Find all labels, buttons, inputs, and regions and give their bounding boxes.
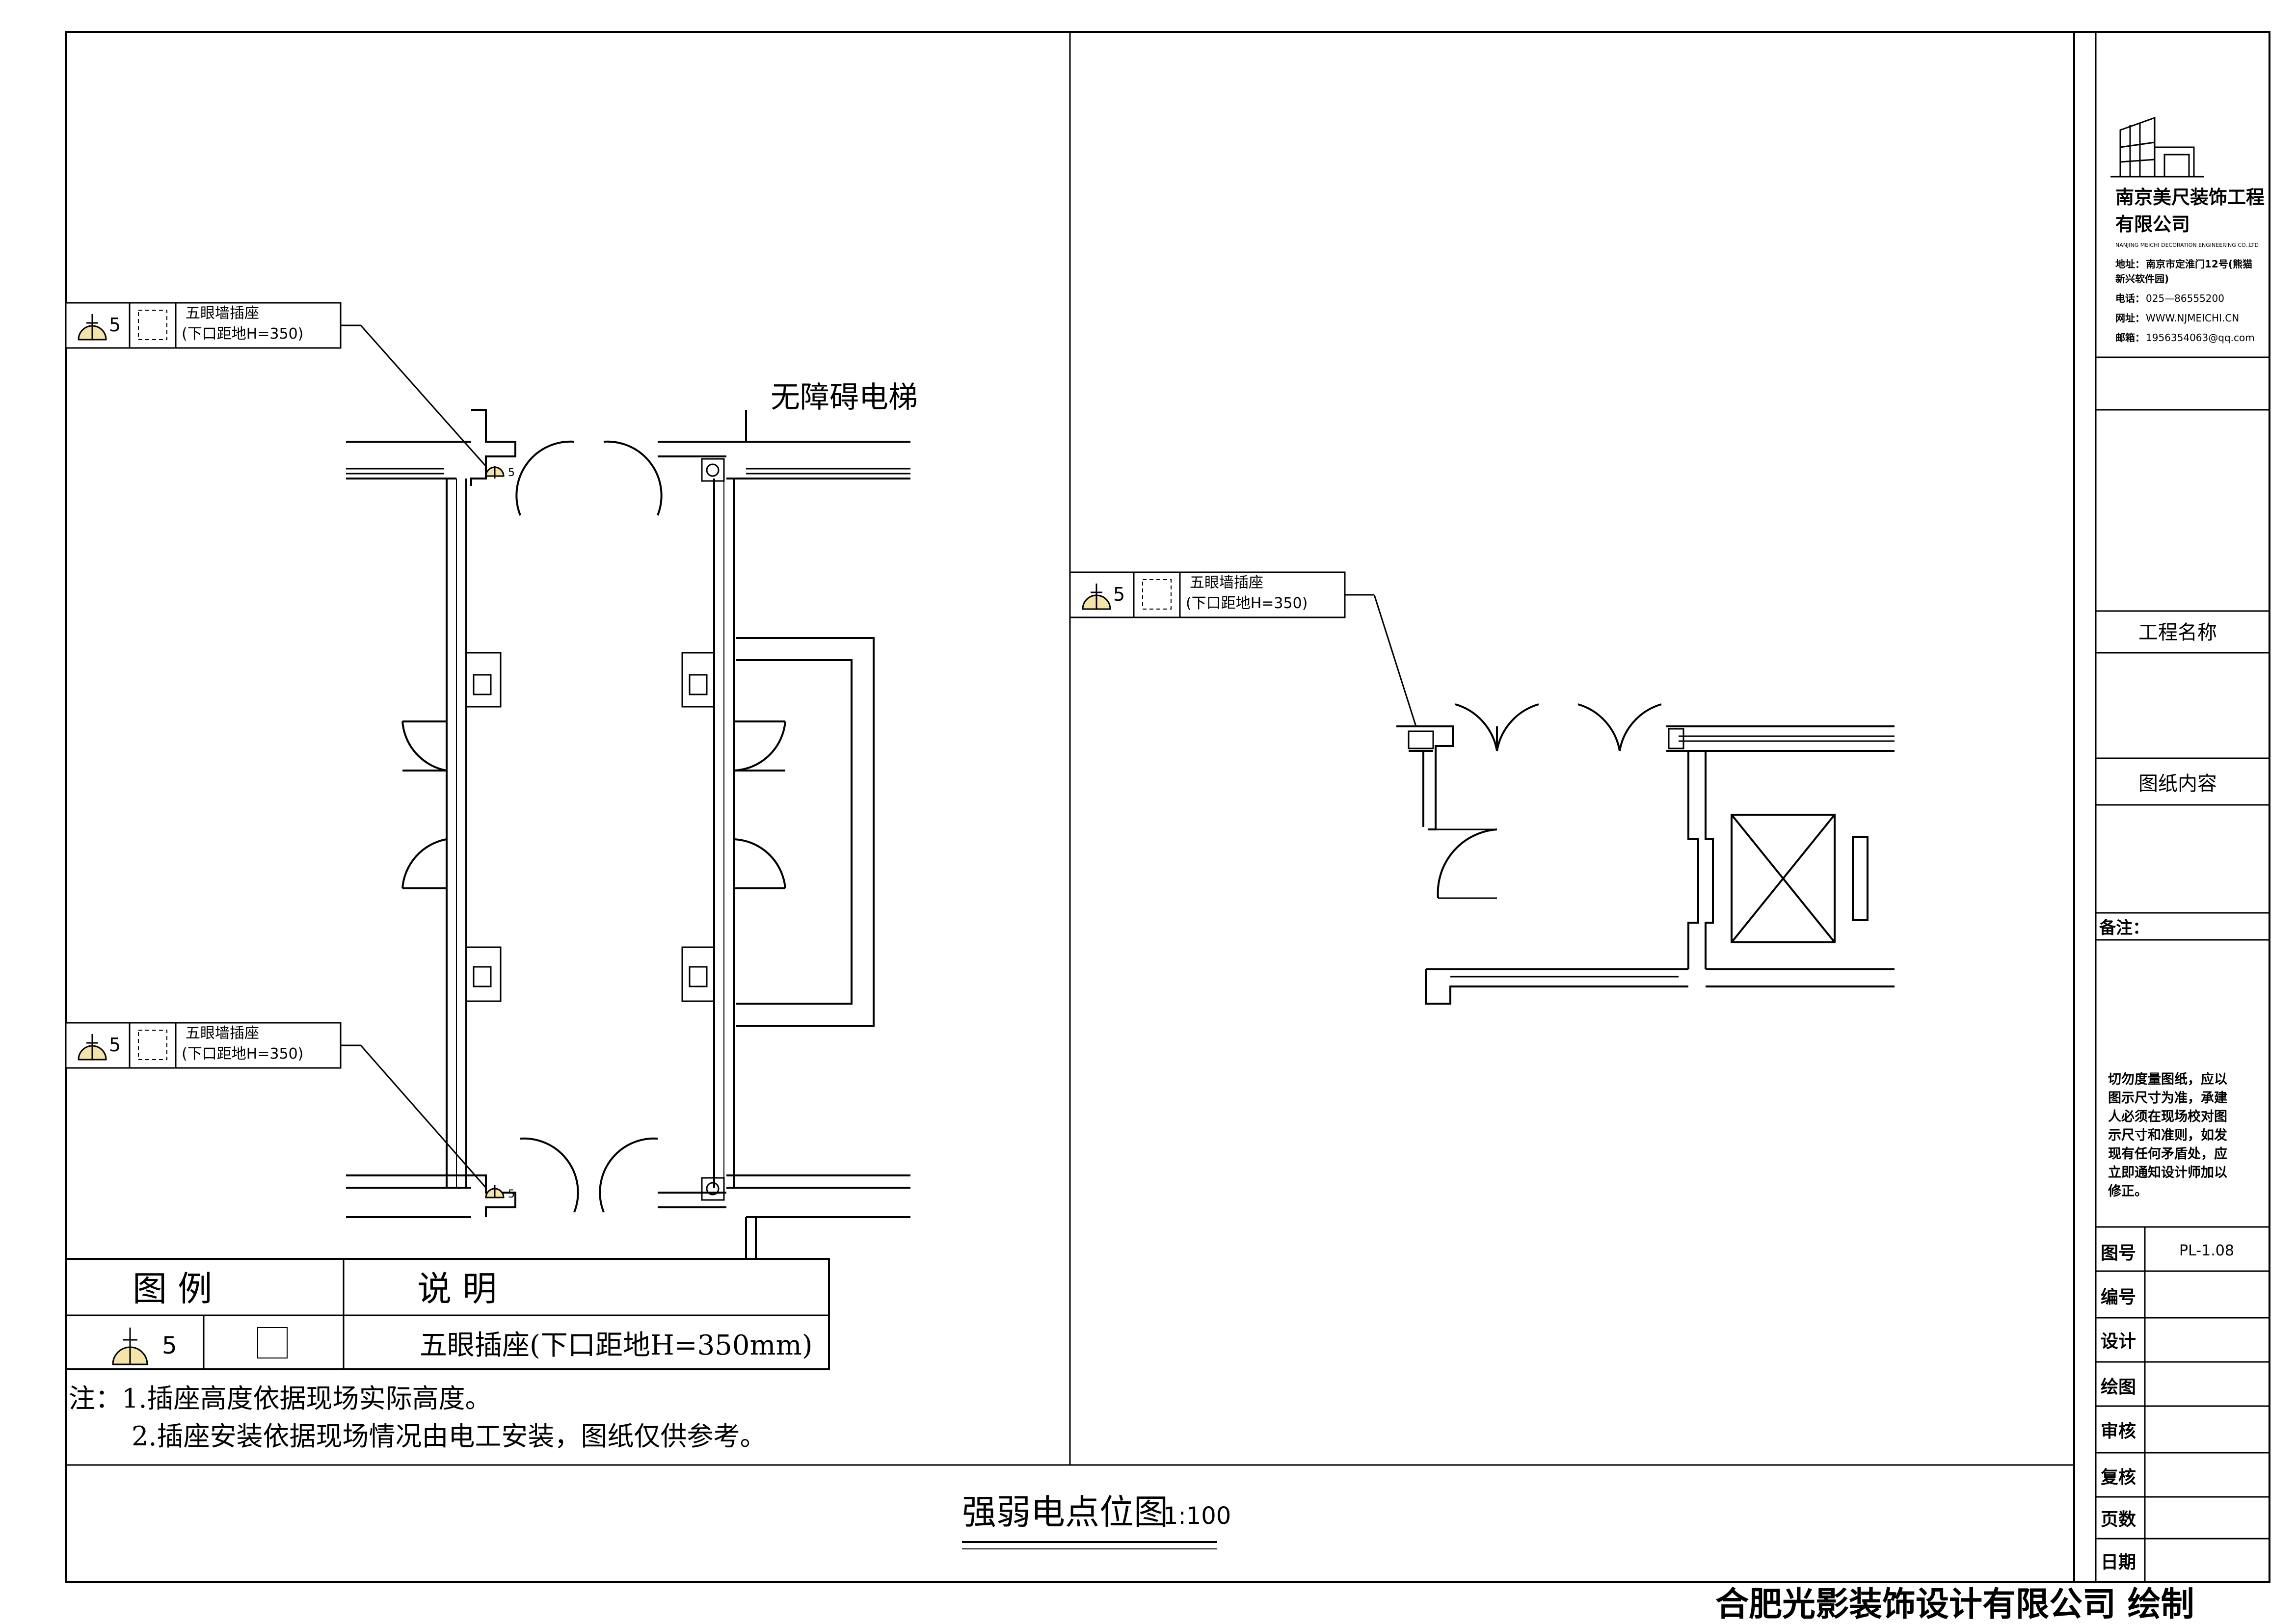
svg-text:五眼插座(下口距地H=350mm): 五眼插座(下口距地H=350mm) <box>420 1330 813 1361</box>
svg-text:5: 5 <box>109 314 121 336</box>
svg-text:现有任何矛盾处，应: 现有任何矛盾处，应 <box>2108 1146 2227 1162</box>
svg-text:5: 5 <box>508 467 515 479</box>
note-line-2: 2.插座安装依据现场情况由电工安装，图纸仅供参考。 <box>132 1421 767 1452</box>
svg-text:新兴软件园): 新兴软件园) <box>2115 273 2169 285</box>
svg-text:五眼墙插座: 五眼墙插座 <box>186 305 259 322</box>
svg-text:图 例: 图 例 <box>133 1269 212 1309</box>
svg-text:修正。: 修正。 <box>2108 1184 2148 1199</box>
svg-text:(下口距地H=350): (下口距地H=350) <box>182 1045 303 1063</box>
svg-text:5: 5 <box>162 1332 177 1359</box>
svg-text:立即通知设计师加以: 立即通知设计师加以 <box>2108 1165 2227 1180</box>
svg-text:说 明: 说 明 <box>417 1269 497 1309</box>
svg-text:工程名称: 工程名称 <box>2138 621 2217 644</box>
svg-text:邮箱：: 邮箱： <box>2115 332 2145 344</box>
svg-text:绘图: 绘图 <box>2101 1377 2136 1397</box>
company-logo-icon <box>2110 116 2204 178</box>
svg-text:审核: 审核 <box>2101 1421 2136 1441</box>
svg-text:切勿度量图纸，应以: 切勿度量图纸，应以 <box>2108 1071 2227 1087</box>
footer-credit: 合肥光影装饰设计有限公司 绘制 <box>1715 1585 2194 1624</box>
svg-text:地址：: 地址： <box>2115 258 2145 270</box>
socket-symbol-top: 5 <box>485 466 515 479</box>
svg-text:5: 5 <box>1113 584 1125 605</box>
title-block: 南京美尺装饰工程 有限公司 NANJING MEICHI DECORATION … <box>2095 32 2269 1582</box>
svg-text:南京美尺装饰工程: 南京美尺装饰工程 <box>2115 186 2265 208</box>
svg-text:五眼墙插座: 五眼墙插座 <box>186 1025 259 1042</box>
legend-table: 图 例 说 明 5 五眼插座(下口距地H=350mm) <box>65 1258 830 1370</box>
left-floor-plan <box>346 409 910 1271</box>
svg-text:日期: 日期 <box>2101 1552 2136 1572</box>
svg-text:网址：: 网址： <box>2115 312 2145 324</box>
right-floor-plan <box>1396 703 1895 1005</box>
svg-text:五眼墙插座: 五眼墙插座 <box>1190 574 1263 591</box>
svg-text:(下口距地H=350): (下口距地H=350) <box>182 325 303 343</box>
svg-text:南京市定淮门12号(熊猫: 南京市定淮门12号(熊猫 <box>2146 258 2252 270</box>
svg-text:示尺寸和准则，如发: 示尺寸和准则，如发 <box>2108 1127 2227 1143</box>
svg-text:编号: 编号 <box>2101 1287 2136 1307</box>
svg-text:WWW.NJMEICHI.CN: WWW.NJMEICHI.CN <box>2146 312 2239 324</box>
svg-text:页数: 页数 <box>2101 1510 2136 1530</box>
svg-text:电话：: 电话： <box>2115 293 2145 304</box>
drawing-title: 强弱电点位图 <box>962 1492 1168 1532</box>
svg-text:人必须在现场校对图: 人必须在现场校对图 <box>2108 1109 2227 1124</box>
callout-socket-1: 5 五眼墙插座 (下口距地H=350) <box>65 302 487 467</box>
svg-text:有限公司: 有限公司 <box>2115 213 2190 235</box>
svg-text:(下口距地H=350): (下口距地H=350) <box>1186 595 1308 612</box>
note-line-1: 注：1.插座高度依据现场实际高度。 <box>69 1383 492 1414</box>
svg-text:图号: 图号 <box>2101 1243 2136 1263</box>
svg-text:1956354063@qq.com: 1956354063@qq.com <box>2146 332 2255 344</box>
socket-symbol-bottom: 5 <box>485 1185 515 1200</box>
callout-socket-2: 5 五眼墙插座 (下口距地H=350) <box>65 1022 487 1188</box>
svg-text:图示尺寸为准，承建: 图示尺寸为准，承建 <box>2108 1091 2227 1106</box>
drawing-scale: 1:100 <box>1163 1502 1231 1530</box>
svg-text:图纸内容: 图纸内容 <box>2138 772 2217 795</box>
svg-text:025—86555200: 025—86555200 <box>2146 293 2224 304</box>
svg-text:5: 5 <box>508 1188 515 1200</box>
svg-text:5: 5 <box>109 1034 121 1056</box>
svg-text:复核: 复核 <box>2101 1467 2136 1488</box>
outer-border <box>65 31 2270 1583</box>
elevator-label: 无障碍电梯 <box>771 380 918 415</box>
callout-socket-3: 5 五眼墙插座 (下口距地H=350) <box>1069 571 1417 727</box>
svg-text:NANJING MEICHI DECORATION ENGI: NANJING MEICHI DECORATION ENGINEERING CO… <box>2115 242 2259 248</box>
svg-text:备注：: 备注： <box>2099 918 2149 938</box>
svg-text:PL-1.08: PL-1.08 <box>2179 1242 2234 1259</box>
svg-text:设计: 设计 <box>2101 1331 2136 1352</box>
